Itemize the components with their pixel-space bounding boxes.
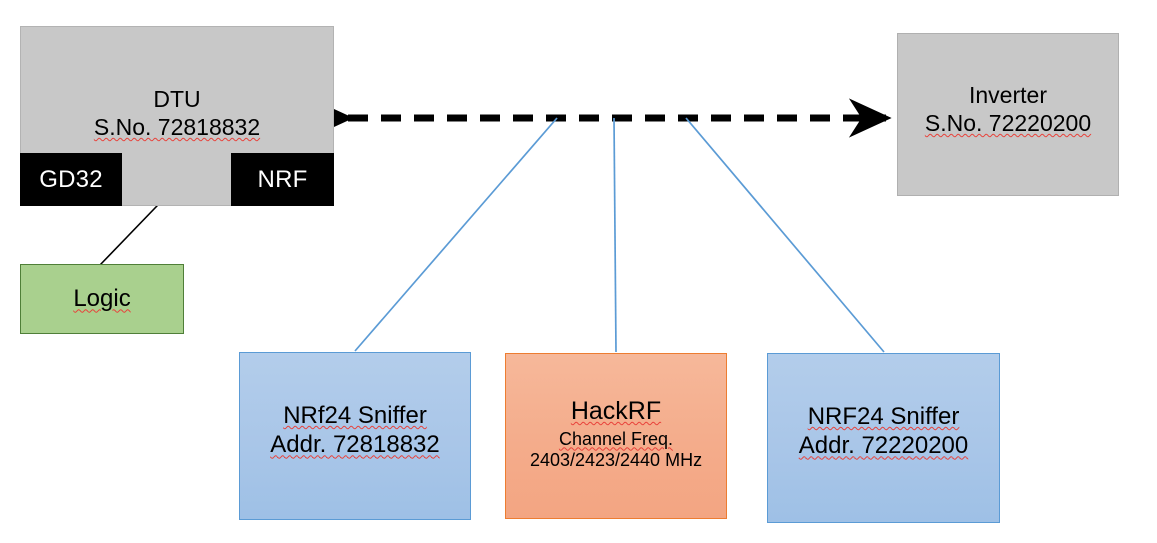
edge-hackrf-tap (613, 117, 617, 353)
dtu-serial: S.No. 72818832 (93, 114, 261, 141)
hackrf-frequencies: 2403/2423/2440 MHz (529, 450, 703, 471)
nrf-label: NRF (257, 165, 308, 193)
sniffer-left-title: NRf24 Sniffer (283, 402, 427, 429)
inverter-title: Inverter (969, 82, 1047, 108)
gd32-chip[interactable]: GD32 (20, 153, 122, 206)
hackrf-node[interactable]: HackRF Channel Freq. 2403/2423/2440 MHz (505, 353, 727, 519)
hackrf-title: HackRF (570, 397, 662, 425)
gd32-label: GD32 (39, 165, 103, 193)
logic-label: Logic (73, 285, 131, 313)
edge-sniffer-right-tap (685, 117, 885, 353)
inverter-serial: S.No. 72220200 (924, 110, 1092, 137)
nrf-chip[interactable]: NRF (231, 153, 334, 206)
nrf24-sniffer-left-node[interactable]: NRf24 Sniffer Addr. 72818832 (239, 352, 471, 520)
nrf24-sniffer-right-node[interactable]: NRF24 Sniffer Addr. 72220200 (767, 353, 1000, 523)
sniffer-right-address: Addr. 72220200 (798, 432, 969, 460)
dtu-title: DTU (153, 86, 201, 112)
edge-sniffer-left-tap (354, 117, 558, 352)
inverter-node[interactable]: Inverter S.No. 72220200 (897, 33, 1119, 196)
logic-analyzer-node[interactable]: Logic (20, 264, 184, 334)
sniffer-right-title: NRF24 Sniffer (807, 403, 960, 430)
hackrf-channel-label: Channel Freq. (558, 428, 674, 449)
sniffer-left-address: Addr. 72818832 (270, 431, 440, 459)
